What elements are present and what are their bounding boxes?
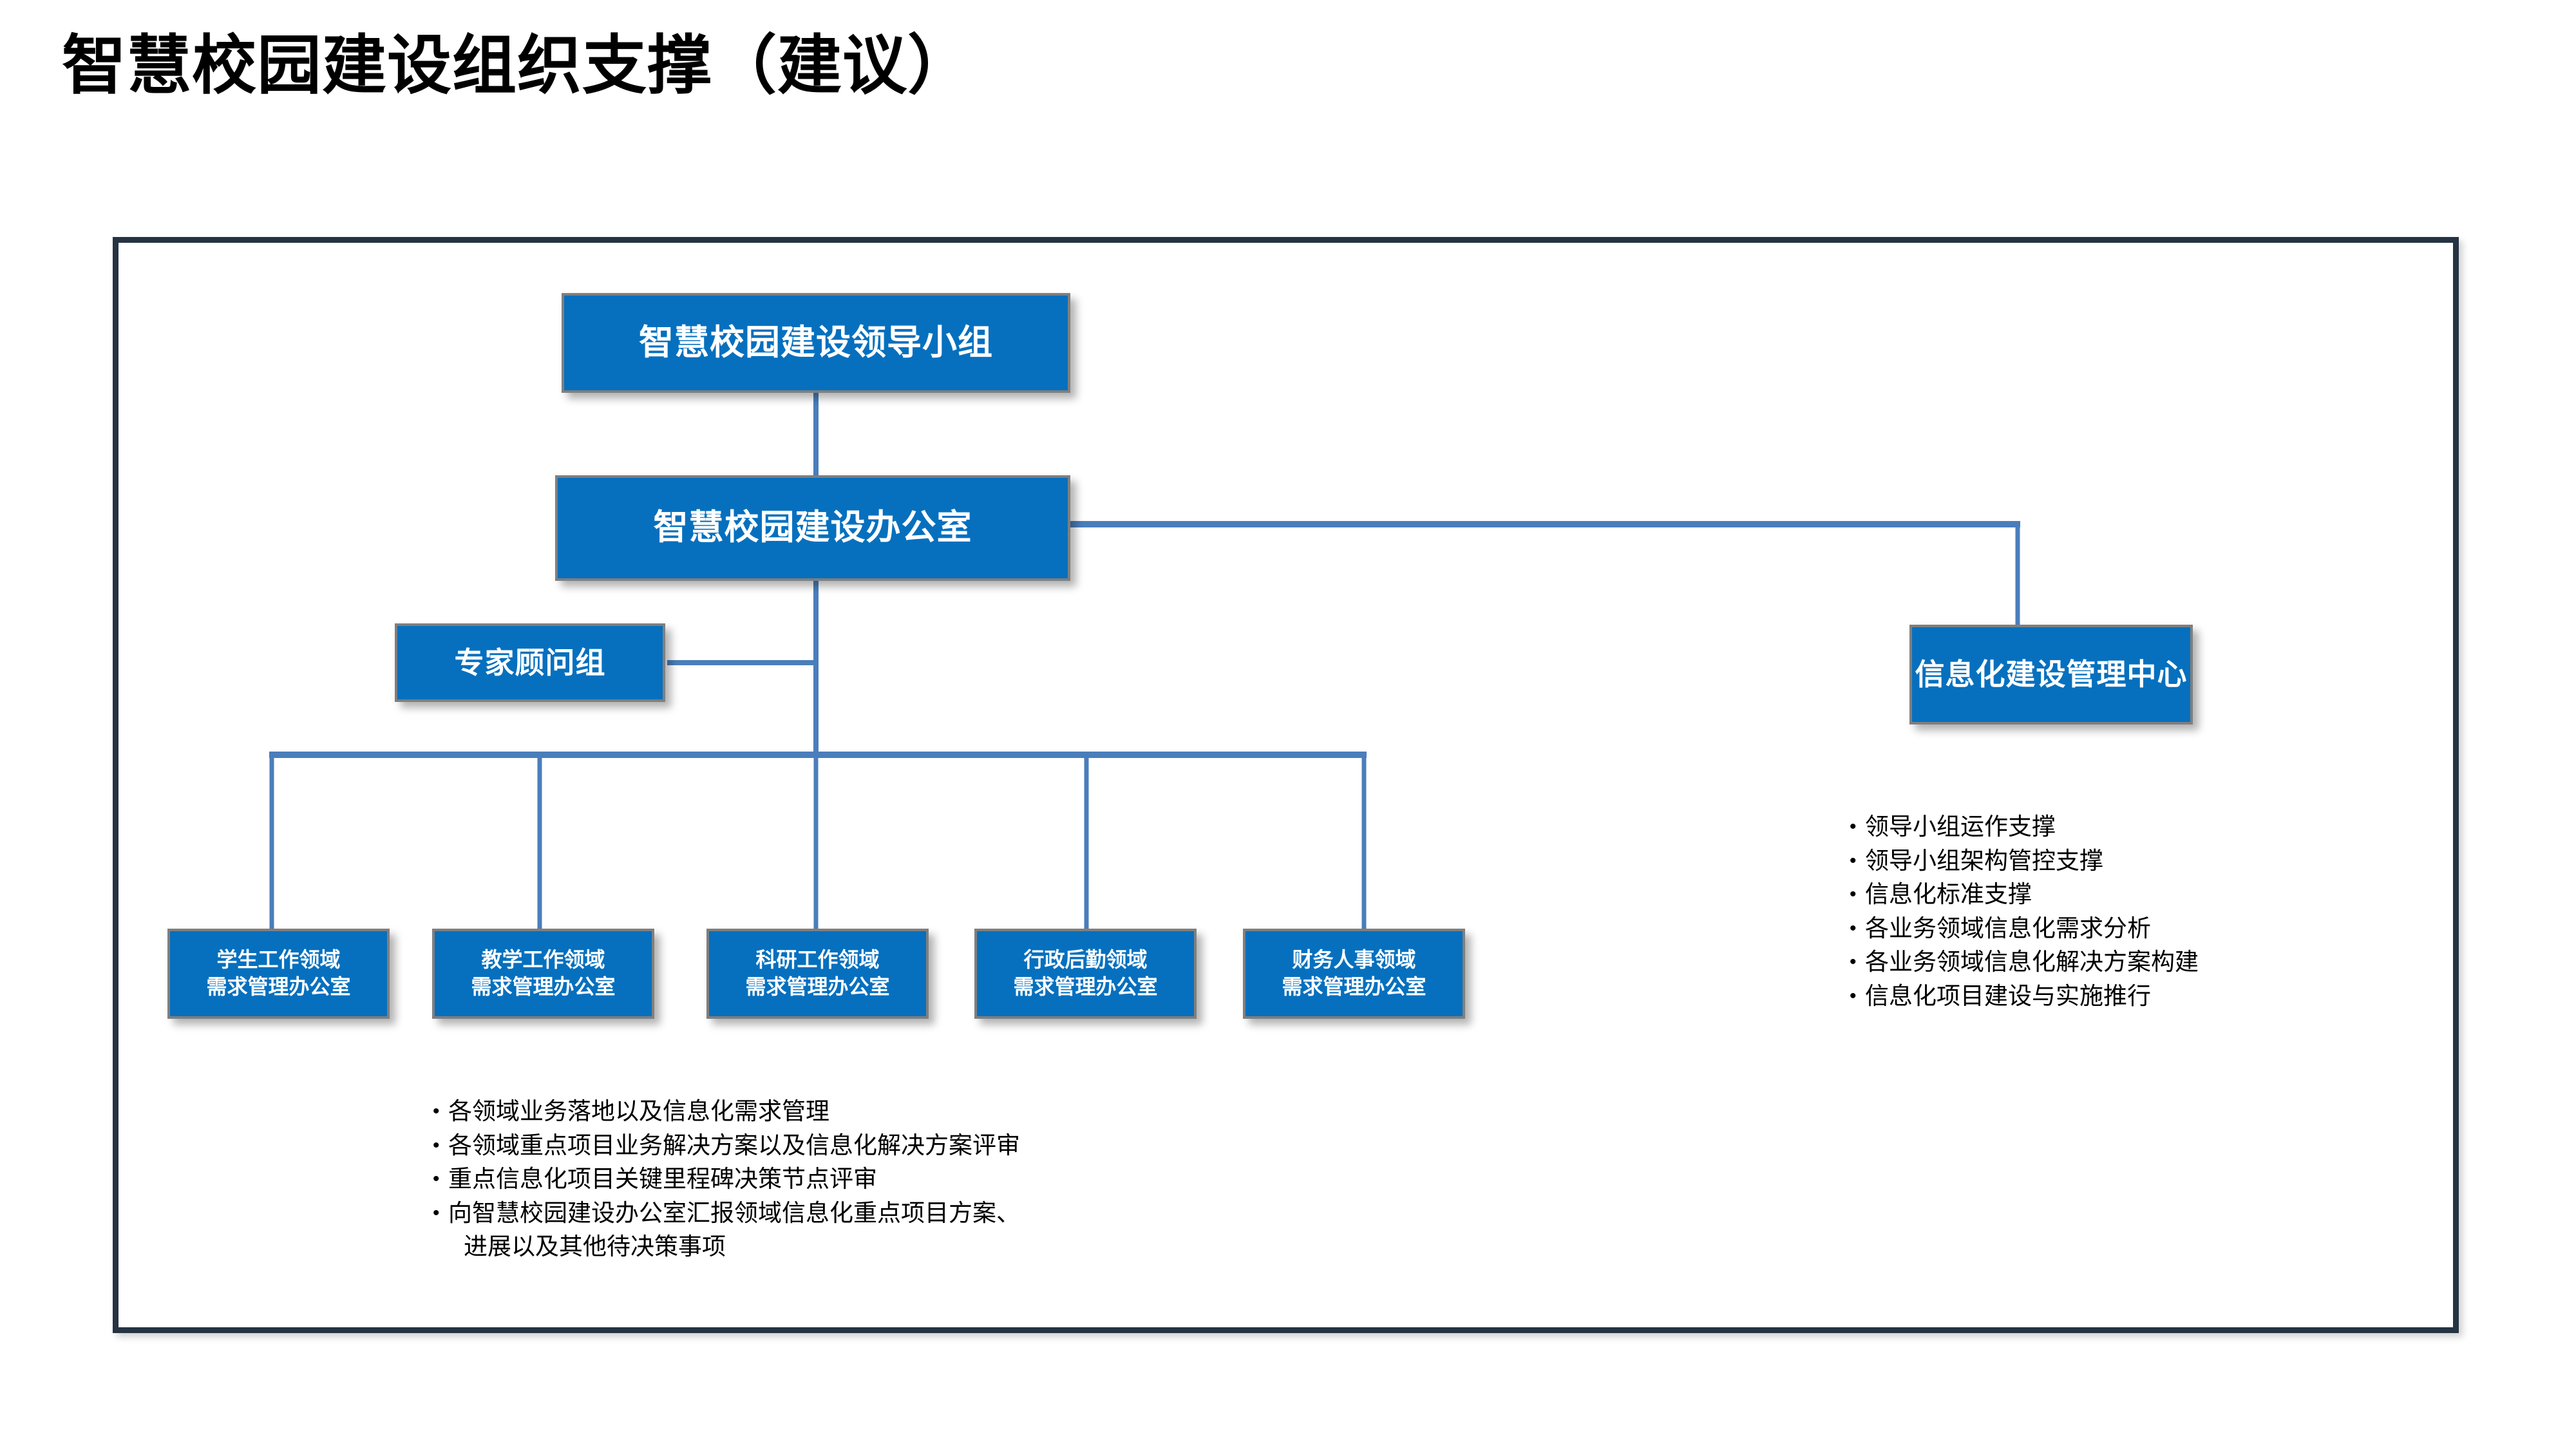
- node-domain-office-4-label: 行政后勤领域 需求管理办公室: [1013, 948, 1158, 998]
- node-office-label: 智慧校园建设办公室: [653, 508, 972, 547]
- list-item: • 重点信息化项目关键里程碑决策节点评审: [433, 1162, 1334, 1197]
- node-domain-office-2-label: 教学工作领域 需求管理办公室: [471, 948, 616, 998]
- node-domain-office-2[interactable]: 教学工作领域 需求管理办公室: [432, 929, 654, 1019]
- node-domain-office-5-label: 财务人事领域 需求管理办公室: [1282, 948, 1426, 998]
- node-domain-office-4[interactable]: 行政后勤领域 需求管理办公室: [974, 929, 1197, 1019]
- node-expert-group-label: 专家顾问组: [454, 645, 606, 679]
- bullet-icon: •: [433, 1202, 440, 1224]
- page-title: 智慧校园建设组织支撑（建议）: [62, 30, 972, 102]
- node-domain-office-3-label: 科研工作领域 需求管理办公室: [745, 948, 890, 998]
- node-office[interactable]: 智慧校园建设办公室: [555, 475, 1070, 581]
- node-leadership-group-label: 智慧校园建设领导小组: [639, 323, 993, 362]
- node-expert-group[interactable]: 专家顾问组: [395, 623, 665, 702]
- bullet-icon: •: [1850, 816, 1857, 837]
- diagram-frame: [113, 237, 2459, 1333]
- node-it-center[interactable]: 信息化建设管理中心: [1909, 625, 2193, 724]
- bullet-icon: •: [1850, 951, 1857, 973]
- bullet-icon: •: [1850, 849, 1857, 871]
- node-domain-office-3[interactable]: 科研工作领域 需求管理办公室: [706, 929, 929, 1019]
- list-item: • 各业务领域信息化解决方案构建: [1850, 945, 2416, 980]
- list-item: • 信息化标准支撑: [1850, 878, 2416, 912]
- list-item: • 领导小组架构管控支撑: [1850, 844, 2416, 878]
- node-domain-office-5[interactable]: 财务人事领域 需求管理办公室: [1243, 929, 1465, 1019]
- list-item: • 领导小组运作支撑: [1850, 810, 2416, 844]
- bullet-icon: •: [1850, 917, 1857, 939]
- list-item-continuation: 进展以及其他待决策事项: [464, 1233, 726, 1260]
- bullet-icon: •: [1850, 985, 1857, 1007]
- it-center-duties-list: • 领导小组运作支撑 • 领导小组架构管控支撑 • 信息化标准支撑 • 各业务领…: [1850, 810, 2416, 1013]
- list-item: • 向智慧校园建设办公室汇报领域信息化重点项目方案、: [433, 1197, 1334, 1231]
- node-leadership-group[interactable]: 智慧校园建设领导小组: [562, 293, 1070, 393]
- bullet-icon: •: [1850, 884, 1857, 905]
- bullet-icon: •: [433, 1168, 440, 1190]
- list-item: • 各领域业务落地以及信息化需求管理: [433, 1095, 1334, 1129]
- node-it-center-label: 信息化建设管理中心: [1915, 658, 2188, 692]
- node-domain-office-1-label: 学生工作领域 需求管理办公室: [206, 948, 351, 998]
- domain-office-duties-list: • 各领域业务落地以及信息化需求管理 • 各领域重点项目业务解决方案以及信息化解…: [433, 1095, 1334, 1264]
- node-domain-office-1[interactable]: 学生工作领域 需求管理办公室: [167, 929, 390, 1019]
- list-item: • 信息化项目建设与实施推行: [1850, 980, 2416, 1014]
- list-item: • 各业务领域信息化需求分析: [1850, 912, 2416, 946]
- bullet-icon: •: [433, 1101, 440, 1122]
- bullet-icon: •: [433, 1134, 440, 1156]
- list-item: • 各领域重点项目业务解决方案以及信息化解决方案评审: [433, 1129, 1334, 1163]
